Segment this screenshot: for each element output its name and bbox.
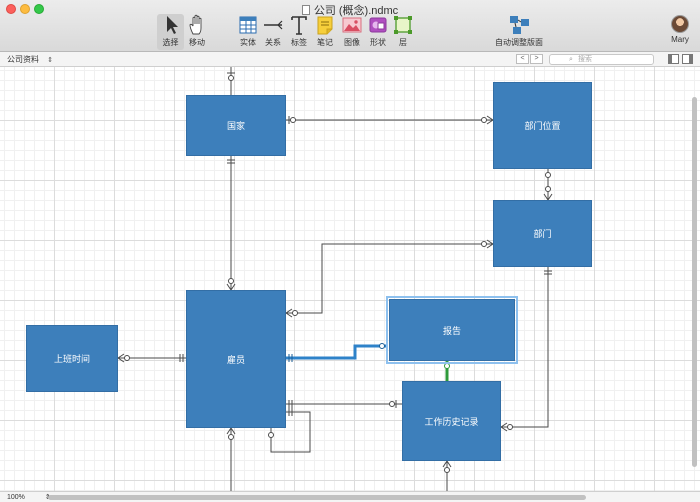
relation-tool-button[interactable]: 关系 <box>263 14 283 50</box>
zoom-window-button[interactable] <box>34 4 44 14</box>
back-button[interactable]: < <box>516 54 529 64</box>
zoom-selector[interactable]: 100% ⇕ <box>7 493 51 501</box>
entity-work-time[interactable]: 上班时间 <box>26 325 118 392</box>
layer-tool-button[interactable]: 层 <box>393 14 413 50</box>
minimize-window-button[interactable] <box>20 4 30 14</box>
select-tool-button[interactable]: 选择 <box>157 14 184 50</box>
entity-dept-location[interactable]: 部门位置 <box>493 82 592 169</box>
entity-country-label: 国家 <box>226 121 245 131</box>
note-tool-label: 笔记 <box>317 38 333 47</box>
search-placeholder: 搜索 <box>578 56 592 63</box>
breadcrumb-label: 公司资料 <box>7 55 39 64</box>
text-icon <box>291 16 307 35</box>
move-tool-label: 移动 <box>189 38 205 47</box>
forward-button[interactable]: > <box>530 54 543 64</box>
label-tool-button[interactable]: 标签 <box>289 14 309 50</box>
image-tool-label: 图像 <box>344 38 360 47</box>
pointer-icon <box>166 16 178 34</box>
layer-icon <box>394 16 412 34</box>
note-tool-button[interactable]: 笔记 <box>314 14 336 50</box>
entity-job-history[interactable]: 工作历史记录 <box>402 381 501 461</box>
user-account[interactable]: Mary <box>666 15 694 44</box>
diagram-canvas[interactable]: 国家 部门位置 部门 上班时间 雇员 报告 工作历史记录 <box>0 67 700 491</box>
image-icon <box>342 17 362 33</box>
auto-layout-button[interactable]: 自动调整版面 <box>494 14 544 50</box>
status-bar: 100% ⇕ <box>0 491 700 502</box>
shape-icon <box>369 17 387 33</box>
chevron-updown-icon: ⇕ <box>47 57 54 64</box>
chevron-updown-icon: ⇕ <box>45 494 51 501</box>
zoom-level: 100% <box>7 494 25 501</box>
relation-icon <box>264 20 283 30</box>
table-icon <box>239 16 257 34</box>
move-tool-button[interactable]: 移动 <box>186 14 208 50</box>
toggle-right-panel-button[interactable] <box>682 54 693 64</box>
toggle-left-panel-button[interactable] <box>668 54 679 64</box>
entity-country[interactable]: 国家 <box>186 95 286 156</box>
search-input[interactable]: ⌕ 搜索 <box>549 54 654 65</box>
document-icon <box>301 5 310 15</box>
entity-report-label: 报告 <box>442 325 461 336</box>
entity-tool-button[interactable]: 实体 <box>238 14 258 50</box>
entity-work-time-label: 上班时间 <box>53 354 90 364</box>
shape-tool-label: 形状 <box>370 38 386 47</box>
close-window-button[interactable] <box>6 4 16 14</box>
navigation-bar: 公司资料 ⇕ < > ⌕ 搜索 <box>0 52 700 67</box>
window-title: 公司 (概念).ndmc <box>0 2 700 18</box>
horizontal-scrollbar[interactable] <box>48 495 586 500</box>
entity-job-history-label: 工作历史记录 <box>424 416 479 427</box>
note-icon <box>317 16 333 35</box>
breadcrumb[interactable]: 公司资料 ⇕ <box>7 54 53 65</box>
window-title-text: 公司 (概念).ndmc <box>313 5 399 17</box>
relation-line <box>270 411 311 453</box>
user-name: Mary <box>671 35 689 44</box>
auto-layout-icon <box>510 16 529 34</box>
vertical-scrollbar[interactable] <box>692 97 697 467</box>
entity-employee-label: 雇员 <box>226 354 245 365</box>
relation-line <box>501 267 549 428</box>
image-tool-button[interactable]: 图像 <box>341 14 363 50</box>
entity-department-label: 部门 <box>533 229 552 239</box>
entity-dept-location-label: 部门位置 <box>524 121 561 131</box>
avatar <box>671 15 689 33</box>
entity-employee[interactable]: 雇员 <box>186 290 286 428</box>
relation-line <box>286 243 493 314</box>
title-bar: 公司 (概念).ndmc 选择 移动 实体 <box>0 0 700 52</box>
entity-report[interactable]: 报告 <box>386 296 518 364</box>
label-tool-label: 标签 <box>291 38 307 47</box>
entity-department[interactable]: 部门 <box>493 200 592 267</box>
hand-icon <box>189 14 202 35</box>
relation-tool-label: 关系 <box>265 38 281 47</box>
relationship-lines <box>117 67 553 491</box>
shape-tool-button[interactable]: 形状 <box>367 14 389 50</box>
auto-layout-label: 自动调整版面 <box>495 38 543 47</box>
entity-tool-label: 实体 <box>240 38 256 47</box>
search-icon: ⌕ <box>569 56 573 63</box>
layer-tool-label: 层 <box>399 38 407 47</box>
selected-relation-line <box>286 344 388 360</box>
select-tool-label: 选择 <box>162 38 179 47</box>
